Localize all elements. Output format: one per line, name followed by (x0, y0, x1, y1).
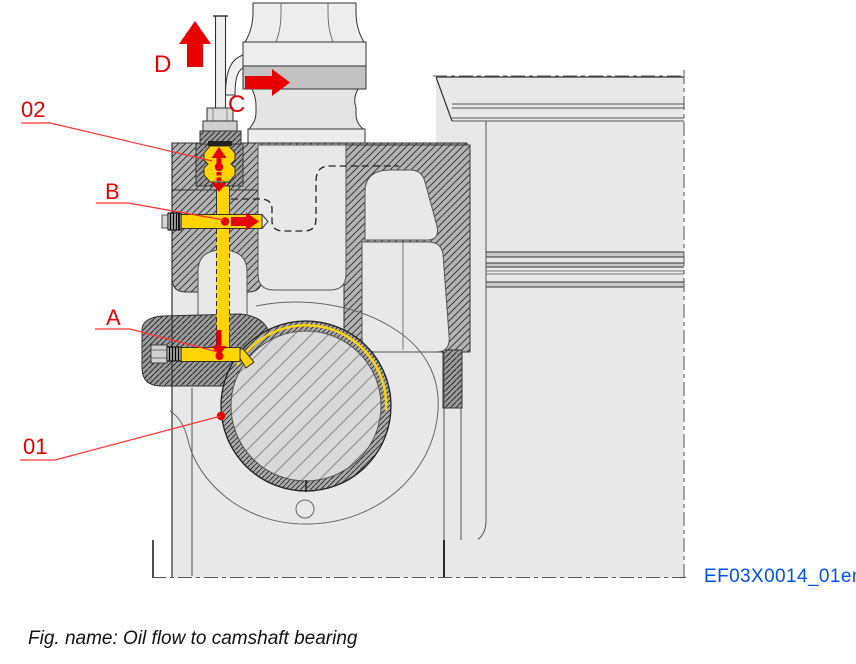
callout-b: B (105, 179, 120, 204)
callout-d: D (154, 51, 171, 78)
arrow-up-icon (179, 21, 211, 67)
leader-02 (21, 122, 213, 162)
leader-b (96, 202, 225, 221)
housing-upper-tube (244, 2, 365, 43)
callout-01: 01 (23, 434, 47, 459)
leader-01 (20, 415, 222, 461)
valve-flow-arrows (211, 147, 227, 192)
callout-02: 02 (21, 97, 45, 122)
bearing-housing-outline (169, 301, 439, 525)
drawing-id: EF03X0014_01en (704, 566, 856, 587)
camshaft-journal-face (230, 330, 382, 482)
callout-a: A (106, 305, 121, 330)
compression-fitting (199, 107, 242, 146)
lower-pocket (361, 241, 450, 353)
screw-plug-b (161, 212, 182, 231)
camshaft-bearing-bore (220, 320, 392, 519)
cylinder-liner-lower-hatched (442, 349, 463, 409)
piston-top-ring-lines (452, 103, 684, 122)
housing-flange (242, 41, 367, 67)
hidden-gallery-edges (216, 229, 230, 332)
leader-a (95, 328, 219, 353)
upper-pocket (364, 169, 438, 241)
piston-ring-grooves (486, 251, 684, 288)
housing-base (247, 128, 366, 144)
arrow-right-icon (245, 69, 290, 96)
vertical-oil-gallery (216, 180, 230, 350)
callout-c: C (228, 91, 245, 118)
housing-bolt-hole (295, 499, 315, 519)
vent-pipe (214, 15, 227, 113)
pushrod-cavity (257, 144, 347, 291)
screw-plug-a (150, 344, 182, 364)
piston-crown-slant (435, 76, 453, 122)
oil-film-arc (235, 324, 388, 411)
flow-annotations (20, 21, 290, 461)
housing-body (247, 88, 365, 130)
valve-housing-top (242, 2, 367, 144)
point-a-flow (211, 330, 227, 360)
figure-caption: Fig. name: Oil flow to camshaft bearing (28, 628, 358, 649)
